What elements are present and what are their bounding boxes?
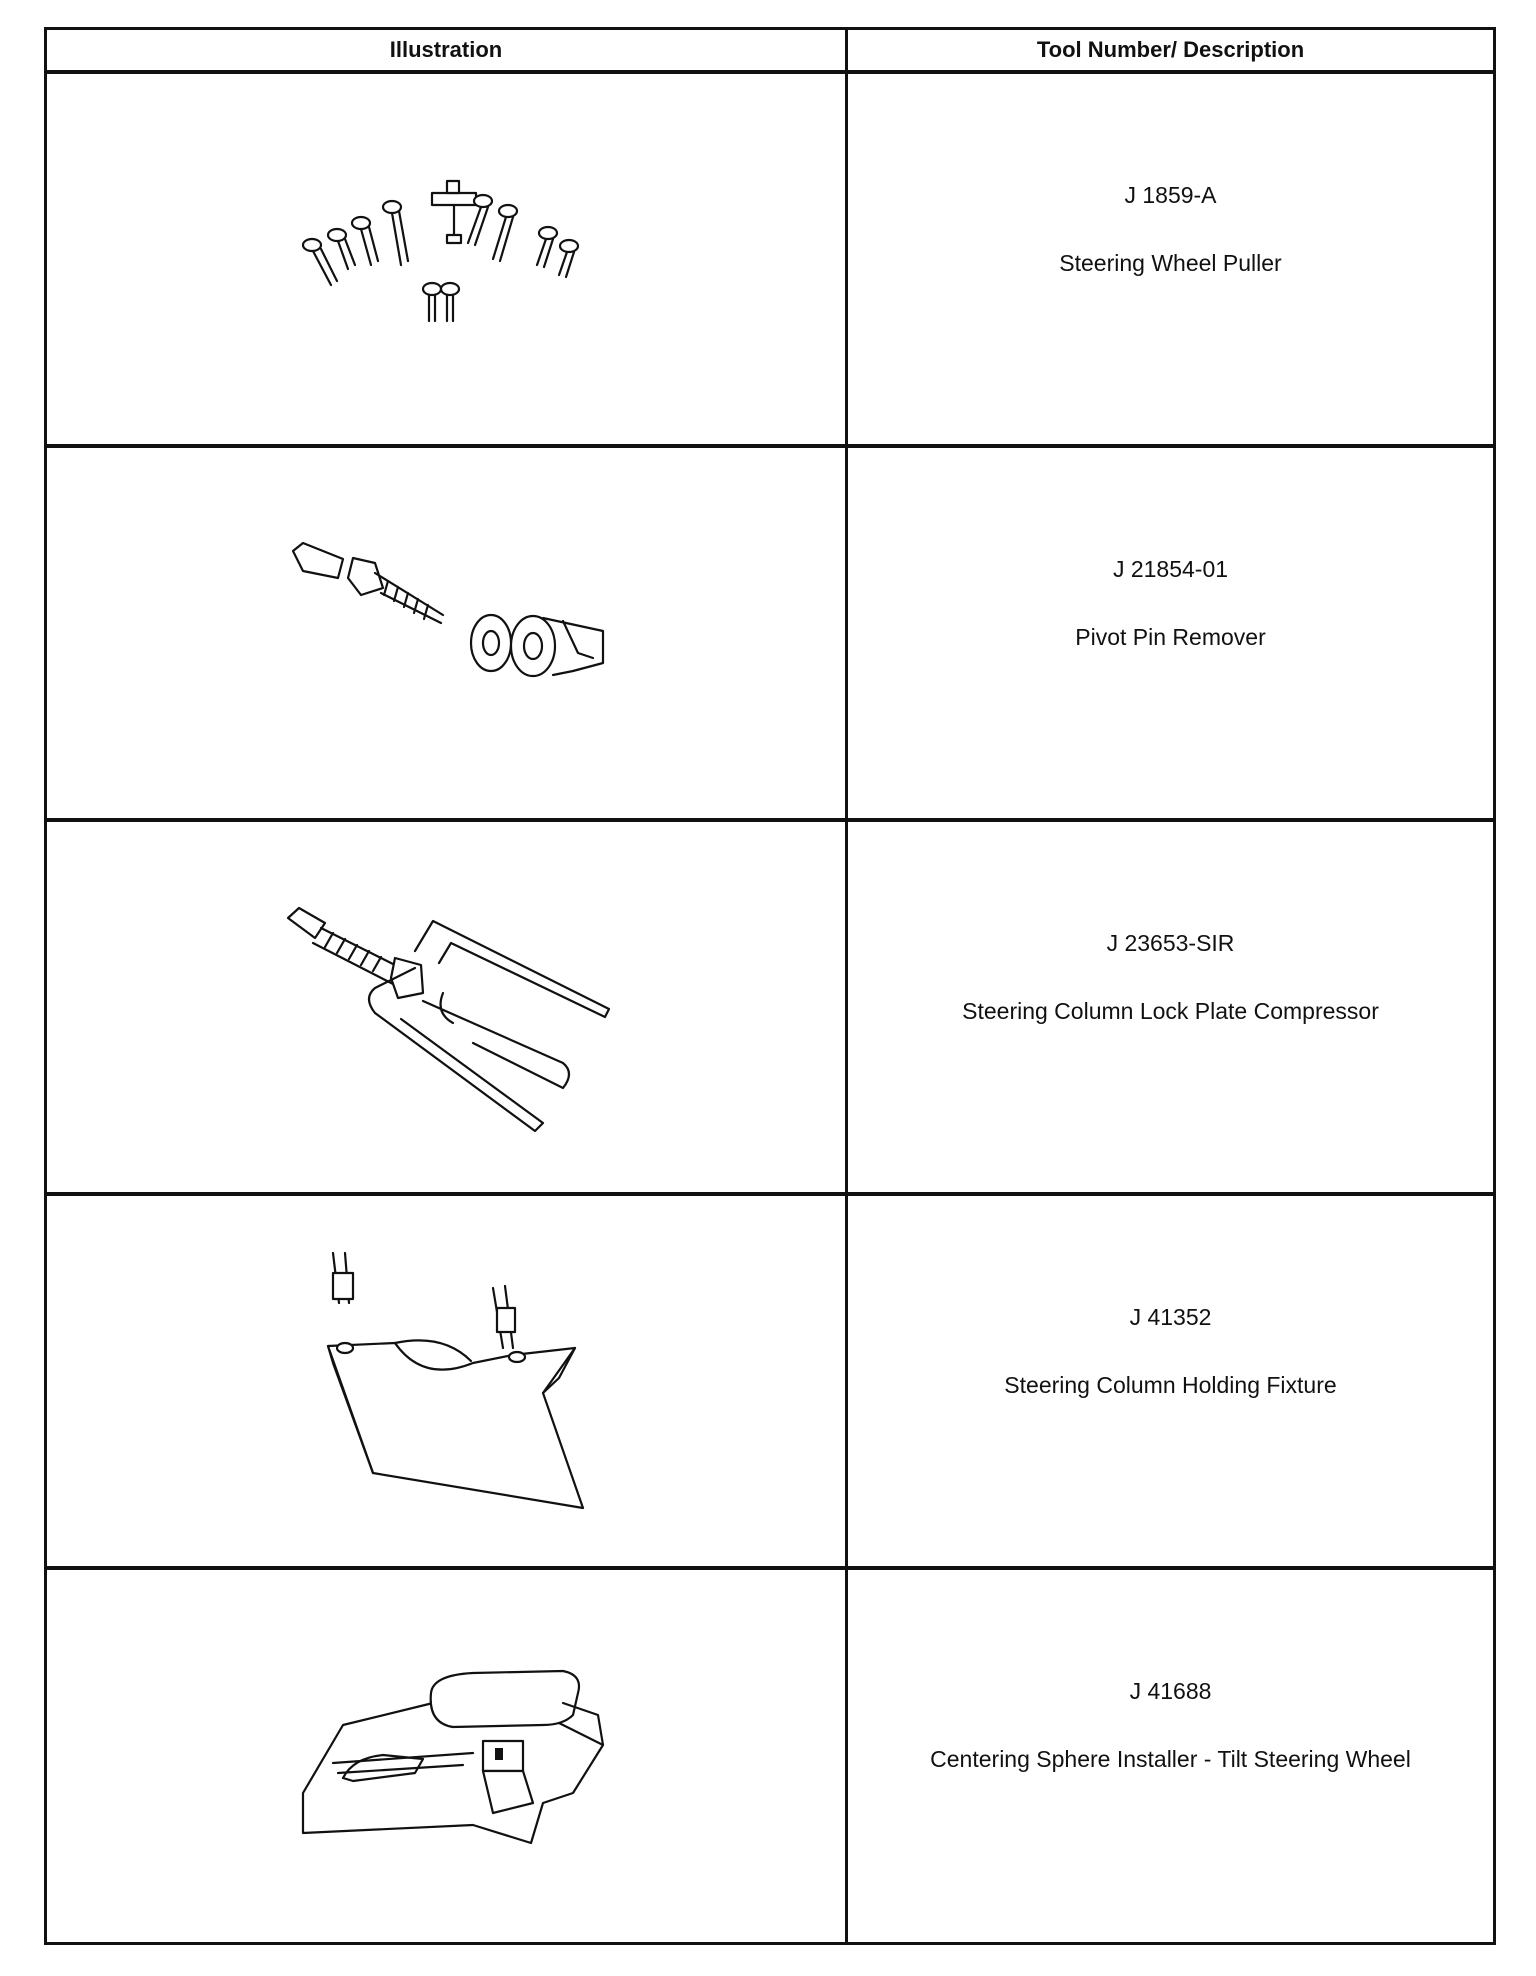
row-divider xyxy=(47,1566,1493,1570)
column-divider xyxy=(845,30,848,1942)
row-divider xyxy=(47,818,1493,822)
tool-cell: J 41688 Centering Sphere Installer - Til… xyxy=(848,1570,1493,1942)
tool-description: Pivot Pin Remover xyxy=(1075,624,1266,650)
illustration-cell xyxy=(47,1196,845,1566)
centering-sphere-installer-icon xyxy=(301,1669,605,1845)
tool-number: J 21854-01 xyxy=(1112,556,1229,582)
tool-description: Steering Wheel Puller xyxy=(1059,250,1282,276)
illustration-cell xyxy=(47,822,845,1192)
tool-number: J 1859-A xyxy=(1124,182,1217,208)
tool-cell: J 41352 Steering Column Holding Fixture xyxy=(848,1196,1493,1566)
illustration-cell xyxy=(47,74,845,444)
illustration-cell xyxy=(47,1570,845,1942)
tool-number: J 23653-SIR xyxy=(1106,930,1235,956)
lock-plate-compressor-icon xyxy=(286,906,611,1133)
table-row: J 41688 Centering Sphere Installer - Til… xyxy=(47,1570,1493,1942)
table-row: J 23653-SIR Steering Column Lock Plate C… xyxy=(47,822,1493,1192)
tool-number: J 41688 xyxy=(1129,1678,1212,1704)
header-illustration: Illustration xyxy=(389,37,503,62)
tool-cell: J 23653-SIR Steering Column Lock Plate C… xyxy=(848,822,1493,1192)
row-divider xyxy=(47,1192,1493,1196)
table-row: J 41352 Steering Column Holding Fixture xyxy=(47,1196,1493,1566)
table-row: J 21854-01 Pivot Pin Remover xyxy=(47,448,1493,818)
holding-fixture-icon xyxy=(326,1251,585,1510)
illustration-cell xyxy=(47,448,845,818)
tool-table: Illustration Tool Number/ Description xyxy=(44,27,1496,1945)
tool-cell: J 1859-A Steering Wheel Puller xyxy=(848,74,1493,444)
tool-number: J 41352 xyxy=(1129,1304,1212,1330)
pivot-pin-remover-icon xyxy=(291,541,605,678)
tool-description: Steering Column Lock Plate Compressor xyxy=(962,998,1379,1024)
table-row: J 1859-A Steering Wheel Puller xyxy=(47,74,1493,444)
row-divider xyxy=(47,444,1493,448)
steering-wheel-puller-icon xyxy=(301,179,580,323)
row-divider xyxy=(47,70,1493,74)
tool-description: Steering Column Holding Fixture xyxy=(1004,1372,1337,1398)
header-tool-number: Tool Number/ Description xyxy=(1036,37,1305,62)
tool-cell: J 21854-01 Pivot Pin Remover xyxy=(848,448,1493,818)
tool-description: Centering Sphere Installer - Tilt Steeri… xyxy=(930,1746,1411,1772)
